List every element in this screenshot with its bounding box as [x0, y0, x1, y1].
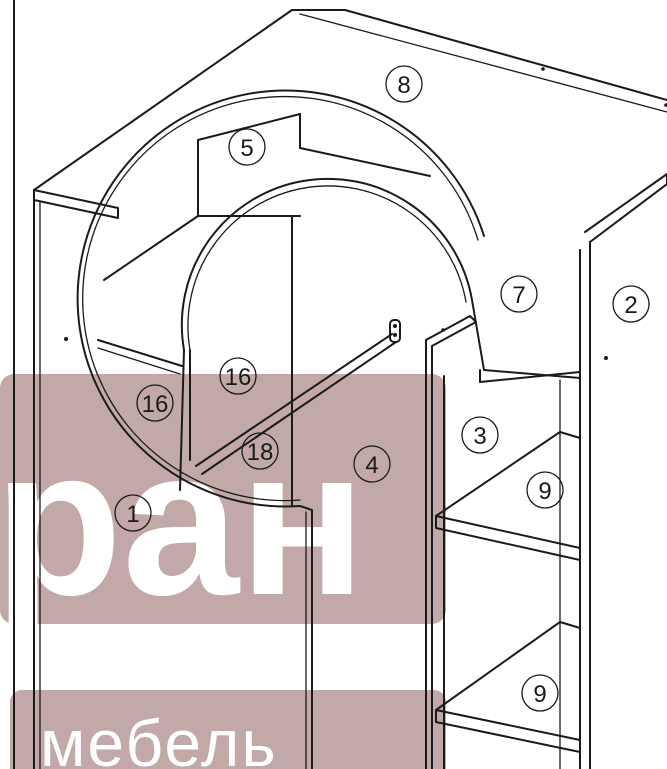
arch-right-wall — [479, 371, 581, 383]
left-side-panel — [33, 199, 68, 769]
callout-8: 8 — [385, 65, 423, 103]
callout-18-label: 18 — [247, 439, 274, 466]
arch-inner — [187, 185, 467, 351]
callout-18-circle — [241, 432, 279, 470]
rod-bracket-screw-2 — [393, 333, 397, 337]
callout-1: 1 — [114, 494, 152, 532]
zoom-circle-outline — [76, 89, 485, 508]
inner-shelf-5 — [97, 113, 431, 375]
callout-3-circle — [461, 416, 499, 454]
shelf-9a-top — [435, 431, 581, 517]
shelf-5-lower-2 — [97, 347, 181, 375]
rod-upper-edge — [195, 333, 393, 467]
shelf-9a-front — [435, 515, 581, 561]
hanging-rod-18 — [195, 319, 401, 475]
partition-4-front — [299, 505, 313, 769]
callout-2-label: 2 — [624, 292, 637, 319]
callout-9b-label: 9 — [533, 681, 546, 708]
top-panel — [33, 9, 667, 243]
callout-5-label: 5 — [240, 135, 253, 162]
rod-lower-edge — [201, 341, 397, 475]
callout-8-label: 8 — [397, 72, 410, 99]
arch-outer — [179, 177, 581, 491]
right-panel-hole — [604, 356, 608, 360]
watermark-sub-text: мебель — [40, 706, 278, 769]
callout-8-circle — [385, 65, 423, 103]
watermark: ран мебель — [0, 374, 446, 769]
callout-7-circle — [500, 275, 538, 313]
top-panel-front-left — [33, 189, 119, 219]
callout-4: 4 — [353, 445, 391, 483]
watermark-main-text: ран — [0, 404, 366, 639]
top-panel-back-edge — [299, 13, 667, 113]
shelf-9-lower — [435, 621, 581, 753]
callout-18: 18 — [241, 432, 279, 470]
callouts: 1 2 3 4 5 7 8 9 — [114, 65, 650, 712]
callout-1-circle — [114, 494, 152, 532]
callout-16b-circle — [136, 384, 174, 422]
callout-9-lower: 9 — [521, 674, 559, 712]
top-panel-dot-2 — [664, 103, 667, 107]
callout-16a-circle — [219, 357, 257, 395]
callout-1-label: 1 — [126, 501, 139, 528]
shelf-5-lower — [97, 339, 183, 367]
callout-3: 3 — [461, 416, 499, 454]
callout-7-label: 7 — [512, 282, 525, 309]
callout-2: 2 — [612, 285, 650, 323]
callout-5: 5 — [228, 128, 266, 166]
center-partition-4 — [299, 505, 313, 769]
partition-3-hole — [441, 328, 445, 332]
shelf-9b-front — [435, 709, 581, 753]
callout-9a-circle — [526, 471, 564, 509]
rod-bracket — [389, 319, 401, 343]
shelf-9b-top — [435, 621, 581, 711]
rod-bracket-screw — [393, 324, 397, 328]
callout-3-label: 3 — [473, 423, 486, 450]
callout-7: 7 — [500, 275, 538, 313]
callout-2-circle — [612, 285, 650, 323]
callout-9b-circle — [521, 674, 559, 712]
partition-3-top — [425, 315, 477, 347]
callout-16-lower: 16 — [136, 384, 174, 422]
callout-16b-label: 16 — [142, 391, 169, 418]
shelf-5-front — [103, 215, 199, 281]
right-side-panel — [559, 241, 608, 769]
arch-front — [179, 177, 581, 491]
top-panel-outline — [33, 9, 667, 191]
left-panel-hole — [64, 337, 68, 341]
top-panel-front-right — [584, 173, 667, 243]
zoom-circle-outline-inner — [82, 95, 479, 502]
top-panel-dot — [541, 67, 545, 71]
callout-5-circle — [228, 128, 266, 166]
shelf-9-upper — [435, 431, 581, 561]
callout-4-circle — [353, 445, 391, 483]
callout-9a-label: 9 — [538, 478, 551, 505]
callout-16a-label: 16 — [225, 364, 252, 391]
watermark-band-sub — [10, 690, 446, 769]
callout-4-label: 4 — [365, 452, 378, 479]
watermark-band-main — [0, 374, 446, 624]
callout-9-upper: 9 — [526, 471, 564, 509]
detail-zoom-circle — [76, 89, 485, 508]
callout-16-upper: 16 — [219, 357, 257, 395]
